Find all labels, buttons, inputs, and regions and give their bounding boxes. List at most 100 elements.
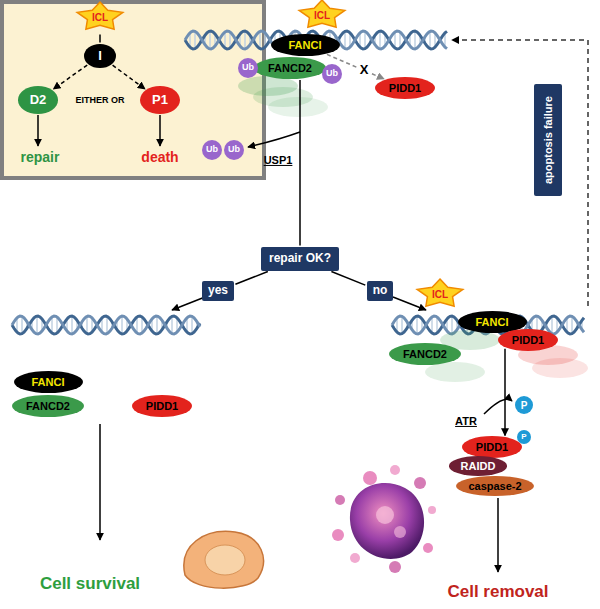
text-label: repair bbox=[21, 150, 60, 165]
node-text: ICL bbox=[92, 12, 108, 23]
usp1-arrow bbox=[248, 132, 300, 147]
surviving-cell bbox=[184, 531, 264, 588]
arrow bbox=[393, 297, 426, 310]
protein-oval: RAIDD bbox=[449, 456, 508, 476]
base-pair bbox=[571, 316, 573, 333]
node-text: PIDD1 bbox=[512, 334, 544, 346]
node-text: FANCD2 bbox=[403, 348, 447, 360]
base-pair bbox=[171, 316, 173, 333]
node-text: no bbox=[373, 284, 388, 297]
answer-box: no bbox=[367, 281, 394, 301]
base-pair bbox=[194, 31, 196, 48]
base-pair bbox=[344, 31, 346, 48]
arrow bbox=[497, 498, 499, 572]
connector bbox=[113, 65, 145, 89]
connectors bbox=[53, 35, 505, 436]
protein-oval: P1 bbox=[140, 86, 180, 114]
apoptotic-body bbox=[423, 543, 433, 553]
protein-oval: caspase-2 bbox=[456, 476, 533, 496]
connector bbox=[99, 35, 101, 43]
node-text: Ub bbox=[326, 69, 338, 79]
connector bbox=[299, 80, 301, 245]
faded-ellipse bbox=[268, 97, 328, 117]
cell-body bbox=[184, 531, 264, 588]
decision-box: repair OK? bbox=[261, 247, 339, 271]
node-text: apoptosis failure bbox=[542, 96, 554, 184]
node-text: FANCD2 bbox=[268, 62, 312, 74]
dna-strand bbox=[12, 316, 200, 334]
apoptotic-cell bbox=[332, 465, 436, 573]
arrow bbox=[99, 424, 101, 540]
base-pair bbox=[106, 316, 108, 333]
apoptotic-body bbox=[376, 506, 394, 524]
phosphate-circle: P bbox=[515, 396, 533, 414]
base-pair bbox=[36, 316, 38, 334]
node-text: FANCD2 bbox=[26, 400, 70, 412]
text-label: USP1 bbox=[264, 154, 293, 166]
apoptotic-body bbox=[390, 465, 400, 475]
protein-oval: I bbox=[84, 44, 116, 68]
cell-nucleus bbox=[205, 545, 245, 575]
base-pair bbox=[121, 316, 123, 334]
base-pair bbox=[156, 316, 158, 334]
icl-star: ICL bbox=[297, 0, 347, 31]
node-text: PIDD1 bbox=[389, 82, 421, 94]
block-mark: X bbox=[358, 63, 371, 77]
ubiquitin-circle: Ub bbox=[238, 58, 258, 78]
protein-oval: FANCD2 bbox=[254, 57, 326, 79]
protein-oval: PIDD1 bbox=[462, 436, 522, 458]
base-pair bbox=[451, 316, 453, 334]
feedback-box: apoptosis failure bbox=[534, 84, 562, 196]
text-label: EITHER OR bbox=[75, 96, 124, 106]
node-text: ICL bbox=[314, 10, 330, 21]
protein-oval: FANCI bbox=[271, 34, 340, 56]
inset-panel bbox=[2, 2, 264, 178]
protein-oval: PIDD1 bbox=[375, 77, 435, 99]
arrow bbox=[172, 297, 205, 310]
protein-oval: FANCI bbox=[14, 371, 83, 393]
base-pair bbox=[429, 31, 431, 48]
arrow bbox=[37, 115, 39, 146]
ubiquitin-circle: Ub bbox=[224, 140, 244, 160]
phosphate-circle: P bbox=[517, 430, 531, 444]
node-text: Ub bbox=[228, 145, 240, 155]
faded-ellipse bbox=[532, 358, 588, 378]
base-pair bbox=[191, 316, 193, 333]
node-text: D2 bbox=[30, 93, 47, 107]
ubiquitin-circle: Ub bbox=[322, 64, 342, 84]
base-pair bbox=[401, 316, 403, 333]
icl-star: ICL bbox=[75, 1, 125, 33]
apoptotic-body bbox=[363, 471, 377, 485]
node-text: I bbox=[98, 49, 102, 63]
node-text: P bbox=[521, 400, 528, 411]
apoptotic-body bbox=[332, 529, 344, 541]
node-text: P1 bbox=[152, 93, 168, 107]
star-shape bbox=[417, 279, 463, 306]
flow-arrows bbox=[38, 40, 588, 572]
connector bbox=[504, 349, 506, 436]
dna-strand bbox=[12, 316, 200, 334]
atr-arrow bbox=[484, 399, 512, 414]
outcome-label: Cell removal bbox=[447, 583, 548, 602]
base-pair bbox=[416, 316, 418, 334]
base-pair bbox=[259, 31, 261, 48]
base-pair bbox=[71, 316, 73, 334]
apoptotic-body bbox=[350, 553, 360, 563]
base-pair bbox=[379, 31, 381, 49]
dna-helix bbox=[12, 316, 200, 334]
base-pair bbox=[244, 31, 246, 49]
star-shape bbox=[299, 0, 345, 27]
icl-star: ICL bbox=[415, 278, 465, 310]
apoptotic-body bbox=[394, 526, 406, 538]
apoptotic-body bbox=[428, 506, 436, 514]
base-pair bbox=[364, 31, 366, 48]
base-pair bbox=[414, 31, 416, 49]
connector bbox=[53, 65, 87, 89]
base-pair bbox=[86, 316, 88, 333]
apoptotic-body bbox=[389, 561, 401, 573]
node-text: yes bbox=[208, 284, 228, 297]
node-text: FANCI bbox=[289, 39, 322, 51]
node-text: ICL bbox=[432, 289, 448, 300]
arrow bbox=[159, 115, 161, 146]
